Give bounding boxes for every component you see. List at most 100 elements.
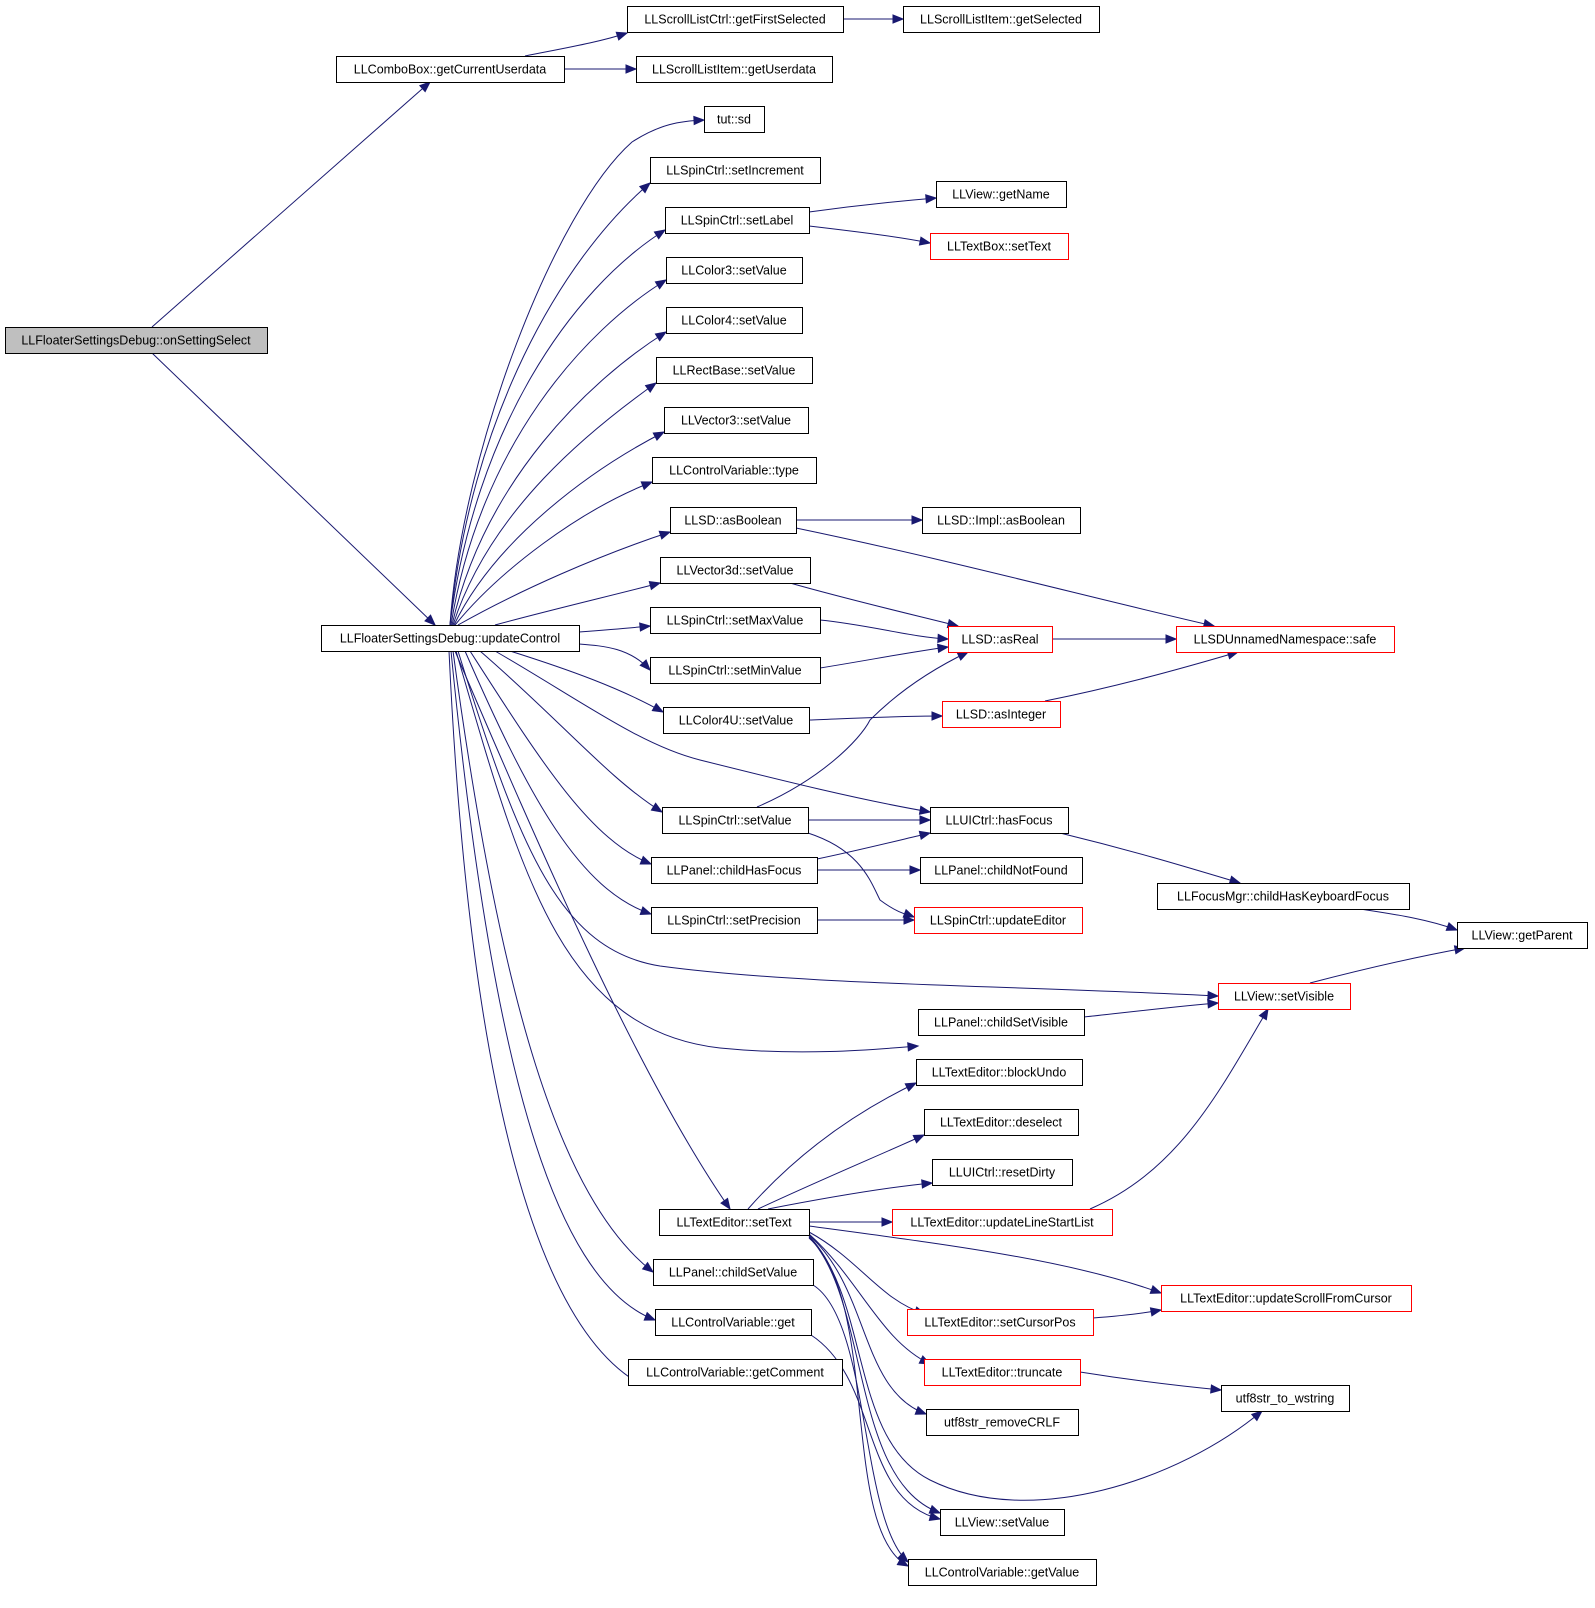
- node-root[interactable]: LLFloaterSettingsDebug::onSettingSelect: [5, 327, 268, 354]
- node-cvType[interactable]: LLControlVariable::type: [652, 457, 817, 484]
- node-lineStart[interactable]: LLTextEditor::updateLineStartList: [892, 1209, 1113, 1236]
- node-getParent[interactable]: LLView::getParent: [1457, 922, 1588, 949]
- node-childHasFocus[interactable]: LLPanel::childHasFocus: [651, 857, 818, 884]
- edge-teSetText-to-truncate: [808, 1233, 931, 1365]
- edge-teSetText-to-scrollCursor: [808, 1225, 1162, 1294]
- node-childSetVisible[interactable]: LLPanel::childSetVisible: [918, 1009, 1085, 1036]
- node-hasFocus[interactable]: LLUICtrl::hasFocus: [930, 807, 1069, 834]
- node-firstsel[interactable]: LLScrollListCtrl::getFirstSelected: [627, 6, 844, 33]
- node-utf8w[interactable]: utf8str_to_wstring: [1221, 1385, 1350, 1412]
- node-childNotFound[interactable]: LLPanel::childNotFound: [920, 857, 1083, 884]
- node-c4u[interactable]: LLColor4U::setValue: [663, 707, 810, 734]
- node-teSetText[interactable]: LLTextEditor::setText: [659, 1209, 810, 1236]
- node-box-truncate: [924, 1359, 1081, 1386]
- node-box-resetDirty: [932, 1159, 1073, 1186]
- edge-upd-to-spinMax: [578, 625, 651, 633]
- node-upd[interactable]: LLFloaterSettingsDebug::updateControl: [321, 625, 580, 652]
- node-setVisible[interactable]: LLView::setVisible: [1218, 983, 1351, 1010]
- arrowhead-upd-to-childHasFocus: [639, 855, 653, 865]
- node-focusMgr[interactable]: LLFocusMgr::childHasKeyboardFocus: [1157, 883, 1410, 910]
- node-combo[interactable]: LLComboBox::getCurrentUserdata: [336, 56, 565, 83]
- arrowhead-spinLabel-to-tbSetText: [918, 236, 932, 246]
- node-spinMax[interactable]: LLSpinCtrl::setMaxValue: [650, 607, 821, 634]
- node-label-root: LLFloaterSettingsDebug::onSettingSelect: [21, 334, 251, 348]
- node-box-asReal: [948, 626, 1053, 653]
- node-label-v3d: LLVector3d::setValue: [677, 564, 794, 578]
- node-spinMin[interactable]: LLSpinCtrl::setMinValue: [650, 657, 821, 684]
- node-c3[interactable]: LLColor3::setValue: [666, 257, 803, 284]
- node-cursorPos[interactable]: LLTextEditor::setCursorPos: [907, 1309, 1094, 1336]
- node-cvComment[interactable]: LLControlVariable::getComment: [628, 1359, 843, 1386]
- arrowhead-hasFocus-to-focusMgr: [1228, 875, 1242, 885]
- node-spinEditor[interactable]: LLSpinCtrl::updateEditor: [914, 907, 1083, 934]
- node-box-getsel: [903, 6, 1100, 33]
- node-deselect[interactable]: LLTextEditor::deselect: [924, 1109, 1079, 1136]
- node-label-childSetValue: LLPanel::childSetValue: [669, 1266, 797, 1280]
- node-label-userdata: LLScrollListItem::getUserdata: [652, 63, 816, 77]
- node-asInt[interactable]: LLSD::asInteger: [942, 701, 1061, 728]
- edge-spinVal-to-spinEditor: [807, 832, 915, 918]
- node-box-cursorPos: [907, 1309, 1094, 1336]
- node-label-safe: LLSDUnnamedNamespace::safe: [1194, 633, 1377, 647]
- node-blockUndo[interactable]: LLTextEditor::blockUndo: [916, 1059, 1083, 1086]
- arrowhead-upd-to-v3d: [648, 581, 662, 591]
- node-label-rect: LLRectBase::setValue: [673, 364, 796, 378]
- node-label-cvType: LLControlVariable::type: [669, 464, 799, 478]
- node-truncate[interactable]: LLTextEditor::truncate: [924, 1359, 1081, 1386]
- node-cvGetValue[interactable]: LLControlVariable::getValue: [908, 1559, 1097, 1586]
- node-box-scrollCursor: [1161, 1285, 1412, 1312]
- edge-hasFocus-to-focusMgr: [1059, 832, 1241, 884]
- node-label-focusMgr: LLFocusMgr::childHasKeyboardFocus: [1177, 890, 1389, 904]
- arrowhead-spinVal-to-asReal: [956, 651, 970, 661]
- edge-upd-to-c3: [450, 279, 667, 626]
- node-getsel[interactable]: LLScrollListItem::getSelected: [903, 6, 1100, 33]
- node-v3d[interactable]: LLVector3d::setValue: [660, 557, 811, 584]
- node-spinLabel[interactable]: LLSpinCtrl::setLabel: [665, 207, 810, 234]
- node-box-cvGetValue: [908, 1559, 1097, 1586]
- node-label-cvGet: LLControlVariable::get: [671, 1316, 795, 1330]
- node-tutsd[interactable]: tut::sd: [704, 106, 765, 133]
- node-asReal[interactable]: LLSD::asReal: [948, 626, 1053, 653]
- edge-upd-to-c4: [451, 331, 667, 626]
- node-box-childNotFound: [920, 857, 1083, 884]
- node-safe[interactable]: LLSDUnnamedNamespace::safe: [1176, 626, 1395, 653]
- arrowhead-teSetText-to-cvGetValue: [896, 1556, 910, 1567]
- node-asBool[interactable]: LLSD::asBoolean: [670, 507, 797, 534]
- node-label-childSetVisible: LLPanel::childSetVisible: [934, 1016, 1068, 1030]
- node-box-tbSetText: [930, 233, 1069, 260]
- node-spinPrec[interactable]: LLSpinCtrl::setPrecision: [651, 907, 818, 934]
- arrowhead-spinLabel-to-viewName: [925, 194, 938, 204]
- node-label-getParent: LLView::getParent: [1472, 929, 1574, 943]
- node-label-blockUndo: LLTextEditor::blockUndo: [932, 1066, 1067, 1080]
- node-implBool[interactable]: LLSD::Impl::asBoolean: [922, 507, 1081, 534]
- node-v3[interactable]: LLVector3::setValue: [664, 407, 809, 434]
- node-spinInc[interactable]: LLSpinCtrl::setIncrement: [650, 157, 821, 184]
- edge-cvGet-to-viewSetValue: [810, 1334, 941, 1520]
- node-spinVal[interactable]: LLSpinCtrl::setValue: [662, 807, 809, 834]
- node-box-cvComment: [628, 1359, 843, 1386]
- node-scrollCursor[interactable]: LLTextEditor::updateScrollFromCursor: [1161, 1285, 1412, 1312]
- arrowhead-teSetText-to-scrollCursor: [1149, 1284, 1163, 1294]
- node-resetDirty[interactable]: LLUICtrl::resetDirty: [932, 1159, 1073, 1186]
- node-rect[interactable]: LLRectBase::setValue: [656, 357, 813, 384]
- node-c4[interactable]: LLColor4::setValue: [666, 307, 803, 334]
- arrowhead-cursorPos-to-scrollCursor: [1149, 1307, 1163, 1317]
- edge-upd-to-c4u: [509, 650, 664, 713]
- edge-spinLabel-to-viewName: [808, 197, 937, 213]
- edge-setVisible-to-getParent: [1309, 947, 1466, 984]
- node-label-spinEditor: LLSpinCtrl::updateEditor: [930, 914, 1066, 928]
- edge-upd-to-cvComment: [448, 650, 643, 1386]
- node-childSetValue[interactable]: LLPanel::childSetValue: [653, 1259, 814, 1286]
- node-viewSetValue[interactable]: LLView::setValue: [940, 1509, 1065, 1536]
- edge-upd-to-childSetValue: [452, 650, 654, 1273]
- arrowhead-upd-to-c4: [654, 331, 668, 342]
- node-userdata[interactable]: LLScrollListItem::getUserdata: [636, 56, 833, 83]
- node-removeCRLF[interactable]: utf8str_removeCRLF: [926, 1409, 1079, 1436]
- edge-upd-to-childHasFocus: [469, 650, 652, 865]
- node-tbSetText[interactable]: LLTextBox::setText: [930, 233, 1069, 260]
- node-viewName[interactable]: LLView::getName: [936, 181, 1067, 208]
- node-box-upd: [321, 625, 580, 652]
- node-label-tbSetText: LLTextBox::setText: [947, 240, 1052, 254]
- node-cvGet[interactable]: LLControlVariable::get: [655, 1309, 812, 1336]
- node-label-asInt: LLSD::asInteger: [956, 708, 1046, 722]
